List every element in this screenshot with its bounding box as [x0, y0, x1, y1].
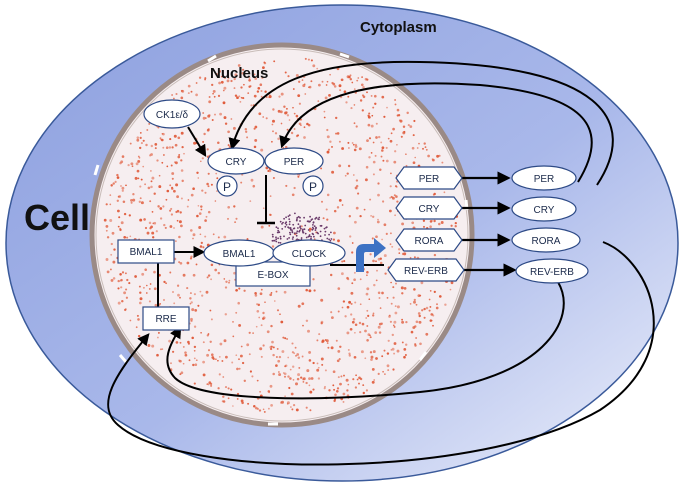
reverb-feedback-arrow — [166, 281, 565, 400]
protein-per-label: PER — [534, 174, 555, 185]
rre-box-label: RRE — [155, 314, 176, 325]
phosphate-label-cry: P — [223, 180, 231, 194]
gene-cry-label: CRY — [419, 204, 440, 215]
protein-reverb-node: REV-ERB — [515, 258, 589, 284]
protein-cry-label: CRY — [534, 205, 555, 216]
protein-reverb-label: REV-ERB — [530, 267, 574, 278]
gene-per-label: PER — [419, 174, 440, 185]
cry-feedback-arrow — [279, 82, 593, 183]
gene-reverb-node: REV-ERB — [387, 258, 465, 282]
rre-box: RRE — [142, 306, 190, 331]
ck1-node: CK1ε/δ — [143, 99, 201, 129]
cry-per-inhibition — [257, 175, 275, 225]
gene-rora-label: RORA — [415, 236, 444, 247]
per-feedback-arrow — [228, 60, 614, 186]
protein-rora-node: RORA — [511, 227, 581, 253]
cytoplasm-label: Cytoplasm — [360, 19, 437, 36]
cry-nucleus-node: CRY — [207, 147, 265, 175]
bmal1-complex-node: BMAL1 — [203, 239, 275, 267]
gene-per-node: PER — [395, 166, 463, 190]
protein-rora-label: RORA — [532, 236, 561, 247]
ck1-to-cry-arrow — [187, 126, 207, 158]
gene-rora-node: RORA — [395, 228, 463, 252]
bmal1-box: BMAL1 — [117, 239, 175, 264]
per-nucleus-label: PER — [284, 157, 305, 168]
cell-label: Cell — [24, 197, 90, 238]
phosphate-node-per: P — [302, 175, 324, 197]
bmal1-box-label: BMAL1 — [130, 247, 163, 258]
transcription-arrow-icon — [356, 238, 386, 272]
clock-node: CLOCK — [272, 239, 346, 267]
gene-reverb-label: REV-ERB — [404, 266, 448, 277]
bmal1-complex-label: BMAL1 — [223, 249, 256, 260]
ck1-label: CK1ε/δ — [156, 110, 189, 121]
clock-label: CLOCK — [292, 249, 327, 260]
cry-nucleus-label: CRY — [226, 157, 247, 168]
rora-feedback-arrow — [107, 241, 655, 466]
protein-per-node: PER — [511, 165, 577, 191]
phosphate-node-cry: P — [216, 175, 238, 197]
phosphate-label-per: P — [309, 180, 317, 194]
gene-cry-node: CRY — [395, 196, 463, 220]
nucleus-label: Nucleus — [210, 65, 268, 82]
protein-cry-node: CRY — [511, 196, 577, 222]
per-nucleus-node: PER — [264, 147, 324, 175]
ebox-box-label: E-BOX — [257, 270, 288, 281]
